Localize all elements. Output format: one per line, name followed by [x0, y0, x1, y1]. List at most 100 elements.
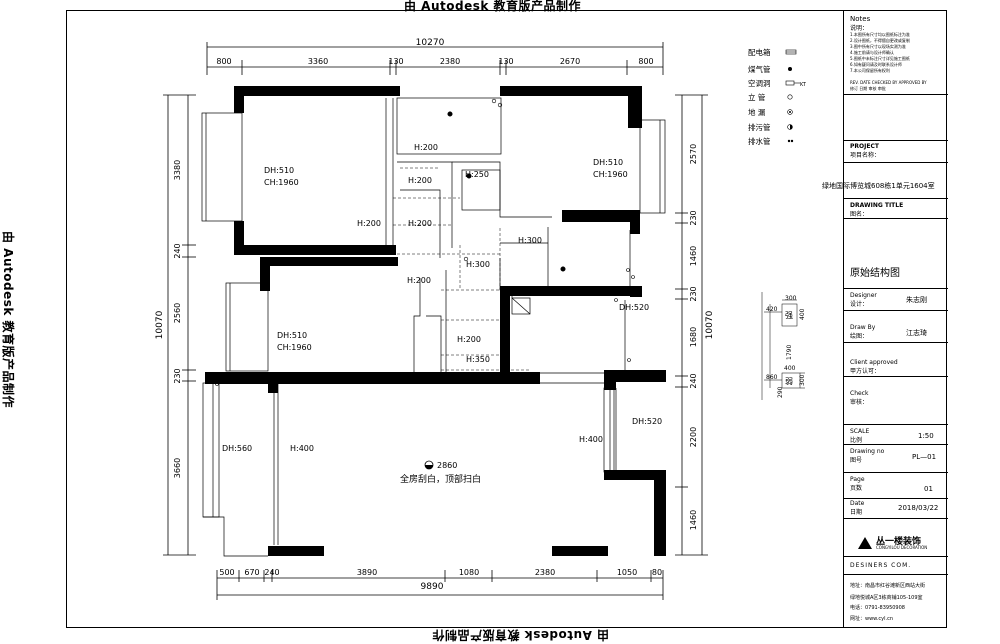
box-detail: [761, 292, 805, 400]
room3-ch: CH:1960: [277, 343, 312, 352]
notes-line: 2.设计图纸，不得擅自更改或复制: [850, 38, 910, 43]
dim-right-5: 1680: [689, 327, 698, 347]
dim-right-7: 2200: [689, 427, 698, 447]
room5-dh: DH:520: [619, 303, 649, 312]
detail-dim: 1790: [786, 345, 793, 360]
client-approved-cn: 甲方认可：: [850, 368, 881, 375]
dim-bottom-8: 80: [652, 568, 662, 577]
title-block: Notes 说明： 1.本图所有尺寸均以图纸标注为准 2.设计图纸，不得擅自更改…: [822, 10, 948, 628]
page-cn: 页数: [850, 485, 863, 492]
company-address: 地址：南昌市红谷滩新区西站大街: [850, 583, 926, 589]
beam-label: H:200: [407, 276, 431, 285]
revision-header: REV. DATE CHECKED BY APPROVED BY: [850, 80, 927, 85]
drawing-frame: [66, 10, 947, 628]
beam-label: H:250: [465, 170, 489, 179]
dim-bottom-7: 1050: [617, 568, 637, 577]
beam-label: H:400: [290, 444, 314, 453]
room3-dh: DH:510: [277, 331, 307, 340]
dim-left-total: 10070: [155, 310, 165, 339]
scale-cn: 比例: [850, 437, 863, 444]
detail-dim: 420: [766, 306, 778, 313]
drawby-name: 江志琦: [906, 329, 927, 337]
designer-cn: 设计：: [850, 301, 869, 308]
dim-right-6: 240: [689, 373, 698, 388]
check-en: Check: [850, 390, 869, 397]
page-value: 01: [924, 485, 933, 493]
room1-dh: DH:510: [264, 166, 294, 175]
date-value: 2018/03/22: [898, 504, 939, 512]
legend-label: 排污管: [748, 122, 771, 132]
dim-left-3: 2560: [173, 303, 182, 323]
designer-en: Designer: [850, 292, 877, 299]
scale-value: 1:50: [918, 432, 934, 440]
legend-label: 空调洞: [748, 78, 771, 88]
check-cn: 审核：: [850, 399, 869, 406]
drawing-no-cn: 图号: [850, 457, 863, 464]
detail-dim: 290: [777, 386, 784, 398]
drawby-cn: 绘图：: [850, 333, 869, 340]
ac-hole-icon: [785, 80, 795, 86]
sewage-pipe-icon: [787, 124, 793, 130]
room2-dh: DH:510: [593, 158, 623, 167]
beam-label: H:200: [408, 219, 432, 228]
room4-dh: DH:560: [222, 444, 252, 453]
scale-en: SCALE: [850, 428, 870, 435]
beam-label: H:200: [457, 335, 481, 344]
notes-line: 3.图中所有尺寸以现场实测为准: [850, 44, 906, 49]
room2-ch: CH:1960: [593, 170, 628, 179]
beam-label: H:200: [408, 176, 432, 185]
dim-right-1: 2570: [689, 144, 698, 164]
company-name: 丛一楼装饰: [876, 537, 922, 547]
revision-header-cn: 修订 日期 审核 审批: [850, 86, 886, 91]
beam-label: H:200: [357, 219, 381, 228]
dim-bottom-total: 9890: [421, 582, 444, 592]
project-name: 绿地国际博览城608栋1单元1604室: [822, 182, 935, 190]
dim-right-2: 230: [689, 210, 698, 225]
drain-pipe-icon: [787, 139, 794, 143]
notes-line: 7.本公司保留所有权利: [850, 68, 890, 73]
dim-top-1: 800: [216, 57, 231, 66]
company-web: 网址：www.cyl.cn: [850, 616, 894, 622]
room1-ch: CH:1960: [264, 178, 299, 187]
detail-dim: 300: [785, 295, 797, 302]
dim-bottom-1: 500: [219, 568, 234, 577]
dim-bottom-5: 1080: [459, 568, 479, 577]
drawing-no-en: Drawing no: [850, 448, 885, 455]
room6-dh: DH:520: [632, 417, 662, 426]
dim-top-2: 3360: [308, 57, 328, 66]
notes-line: 4.施工前请与设计师确认: [850, 50, 894, 55]
drawing-title-en: DRAWING TITLE: [850, 202, 904, 209]
dim-bottom-2: 670: [244, 568, 259, 577]
dim-top-6: 2670: [560, 57, 580, 66]
notes-line: 5.图纸中未标注尺寸详见施工图纸: [850, 56, 910, 61]
ceiling-height: 2860: [437, 461, 457, 470]
beam-label: H:350: [466, 355, 490, 364]
page-en: Page: [850, 476, 865, 483]
legend-label: 地 漏: [748, 107, 766, 117]
ceiling-height-icon: [424, 460, 434, 470]
company-name-en: CONGYILOU DECORATION: [876, 545, 928, 550]
dim-top-7: 800: [638, 57, 653, 66]
beam-label: H:200: [414, 143, 438, 152]
project-label-cn: 项目名称：: [850, 152, 881, 159]
designer-name: 朱志刚: [906, 296, 927, 304]
detail-dim: 400: [799, 308, 806, 320]
dim-right-4: 230: [689, 286, 698, 301]
dim-right-total: 10070: [705, 310, 715, 339]
drawing-title-cn: 图名：: [850, 211, 869, 218]
company-logo-icon: [858, 537, 872, 549]
dim-left-4: 230: [173, 368, 182, 383]
dim-top-4: 2380: [440, 57, 460, 66]
dim-bottom-4: 3890: [357, 568, 377, 577]
legend-label: 排水管: [748, 136, 771, 146]
legend-label: 配电箱: [748, 47, 771, 57]
company-phone: 电话：0791-83950908: [850, 605, 905, 611]
drawing-no-value: PL—01: [912, 453, 937, 461]
dim-right-8: 1460: [689, 510, 698, 530]
dim-left-2: 240: [173, 243, 182, 258]
floor-plan: 10270 800 3360 130 2380 130 2670 800 989…: [155, 38, 807, 600]
drawing-title: 原始结构图: [850, 268, 900, 279]
dim-left-5: 3660: [173, 458, 182, 478]
beam-label: H:300: [518, 236, 542, 245]
dim-top-total: 10270: [416, 38, 445, 48]
